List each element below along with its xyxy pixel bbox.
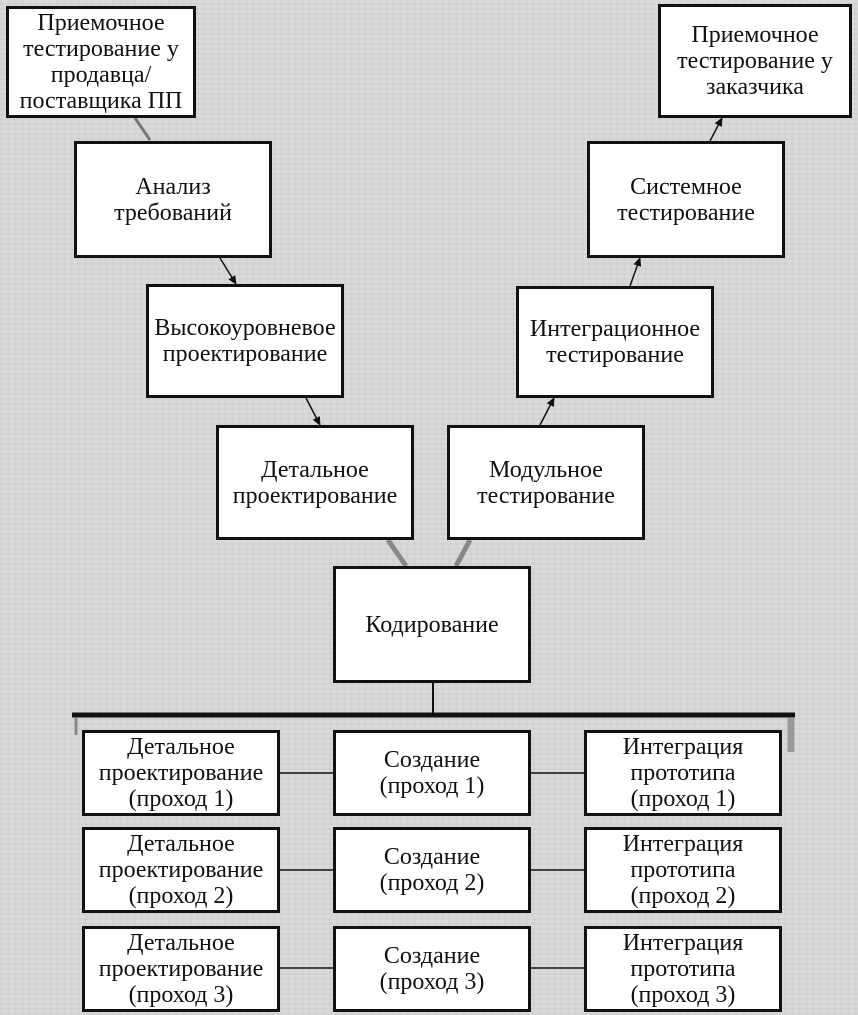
pass3-integration-box: Интеграция прототипа (проход 3) [584,926,782,1012]
pass3-design-box: Детальное проектирование (проход 3) [82,926,280,1012]
pass3-build-box: Создание (проход 3) [333,926,531,1012]
requirements-analysis-box: Анализ требований [74,141,272,258]
high-level-design-box: Высокоуровневое проектирование [146,284,344,398]
arrow-module-to-integration [539,397,555,426]
arrow-vendor-to-requirements [133,117,152,141]
pass1-integration-box: Интеграция прототипа (проход 1) [584,730,782,816]
integration-testing-label: Интеграционное тестирование [529,316,701,368]
detailed-design-box: Детальное проектирование [216,425,414,540]
arrow-requirements-to-highlevel [219,257,237,285]
pass1-integration-label: Интеграция прототипа (проход 1) [622,734,744,812]
pass1-design-label: Детальное проектирование (проход 1) [98,734,264,812]
coding-box: Кодирование [333,566,531,683]
pass2-design-label: Детальное проектирование (проход 2) [98,831,264,909]
integration-testing-box: Интеграционное тестирование [516,286,714,398]
acceptance-customer-label: Приемочное тестирование у заказчика [677,22,833,100]
high-level-design-label: Высокоуровневое проектирование [154,315,336,367]
detailed-design-label: Детальное проектирование [232,456,398,509]
pass2-integration-box: Интеграция прототипа (проход 2) [584,827,782,913]
pass3-integration-label: Интеграция прототипа (проход 3) [622,930,744,1008]
arrow-system-to-customer [709,117,723,142]
coding-label: Кодирование [365,611,499,638]
pass2-build-label: Создание (проход 2) [379,844,485,896]
system-testing-box: Системное тестирование [587,141,785,258]
arrow-highlevel-to-detailed [305,397,321,426]
pass3-build-label: Создание (проход 3) [379,943,485,995]
pass1-build-box: Создание (проход 1) [333,730,531,816]
system-testing-label: Системное тестирование [617,173,755,226]
pass2-design-box: Детальное проектирование (проход 2) [82,827,280,913]
acceptance-vendor-box: Приемочное тестирование у продавца/ пост… [6,6,196,118]
arrow-detailed-to-coding [385,538,409,568]
pass1-design-box: Детальное проектирование (проход 1) [82,730,280,816]
module-testing-label: Модульное тестирование [477,456,615,509]
module-testing-box: Модульное тестирование [447,425,645,540]
arrow-integration-to-system [629,257,642,287]
pass2-integration-label: Интеграция прототипа (проход 2) [622,831,744,909]
arrow-coding-to-module [453,538,473,568]
pass3-design-label: Детальное проектирование (проход 3) [98,930,264,1008]
pass1-build-label: Создание (проход 1) [379,747,485,799]
acceptance-vendor-label: Приемочное тестирование у продавца/ пост… [19,10,183,114]
pass2-build-box: Создание (проход 2) [333,827,531,913]
acceptance-customer-box: Приемочное тестирование у заказчика [658,4,852,118]
requirements-analysis-label: Анализ требований [114,173,232,226]
